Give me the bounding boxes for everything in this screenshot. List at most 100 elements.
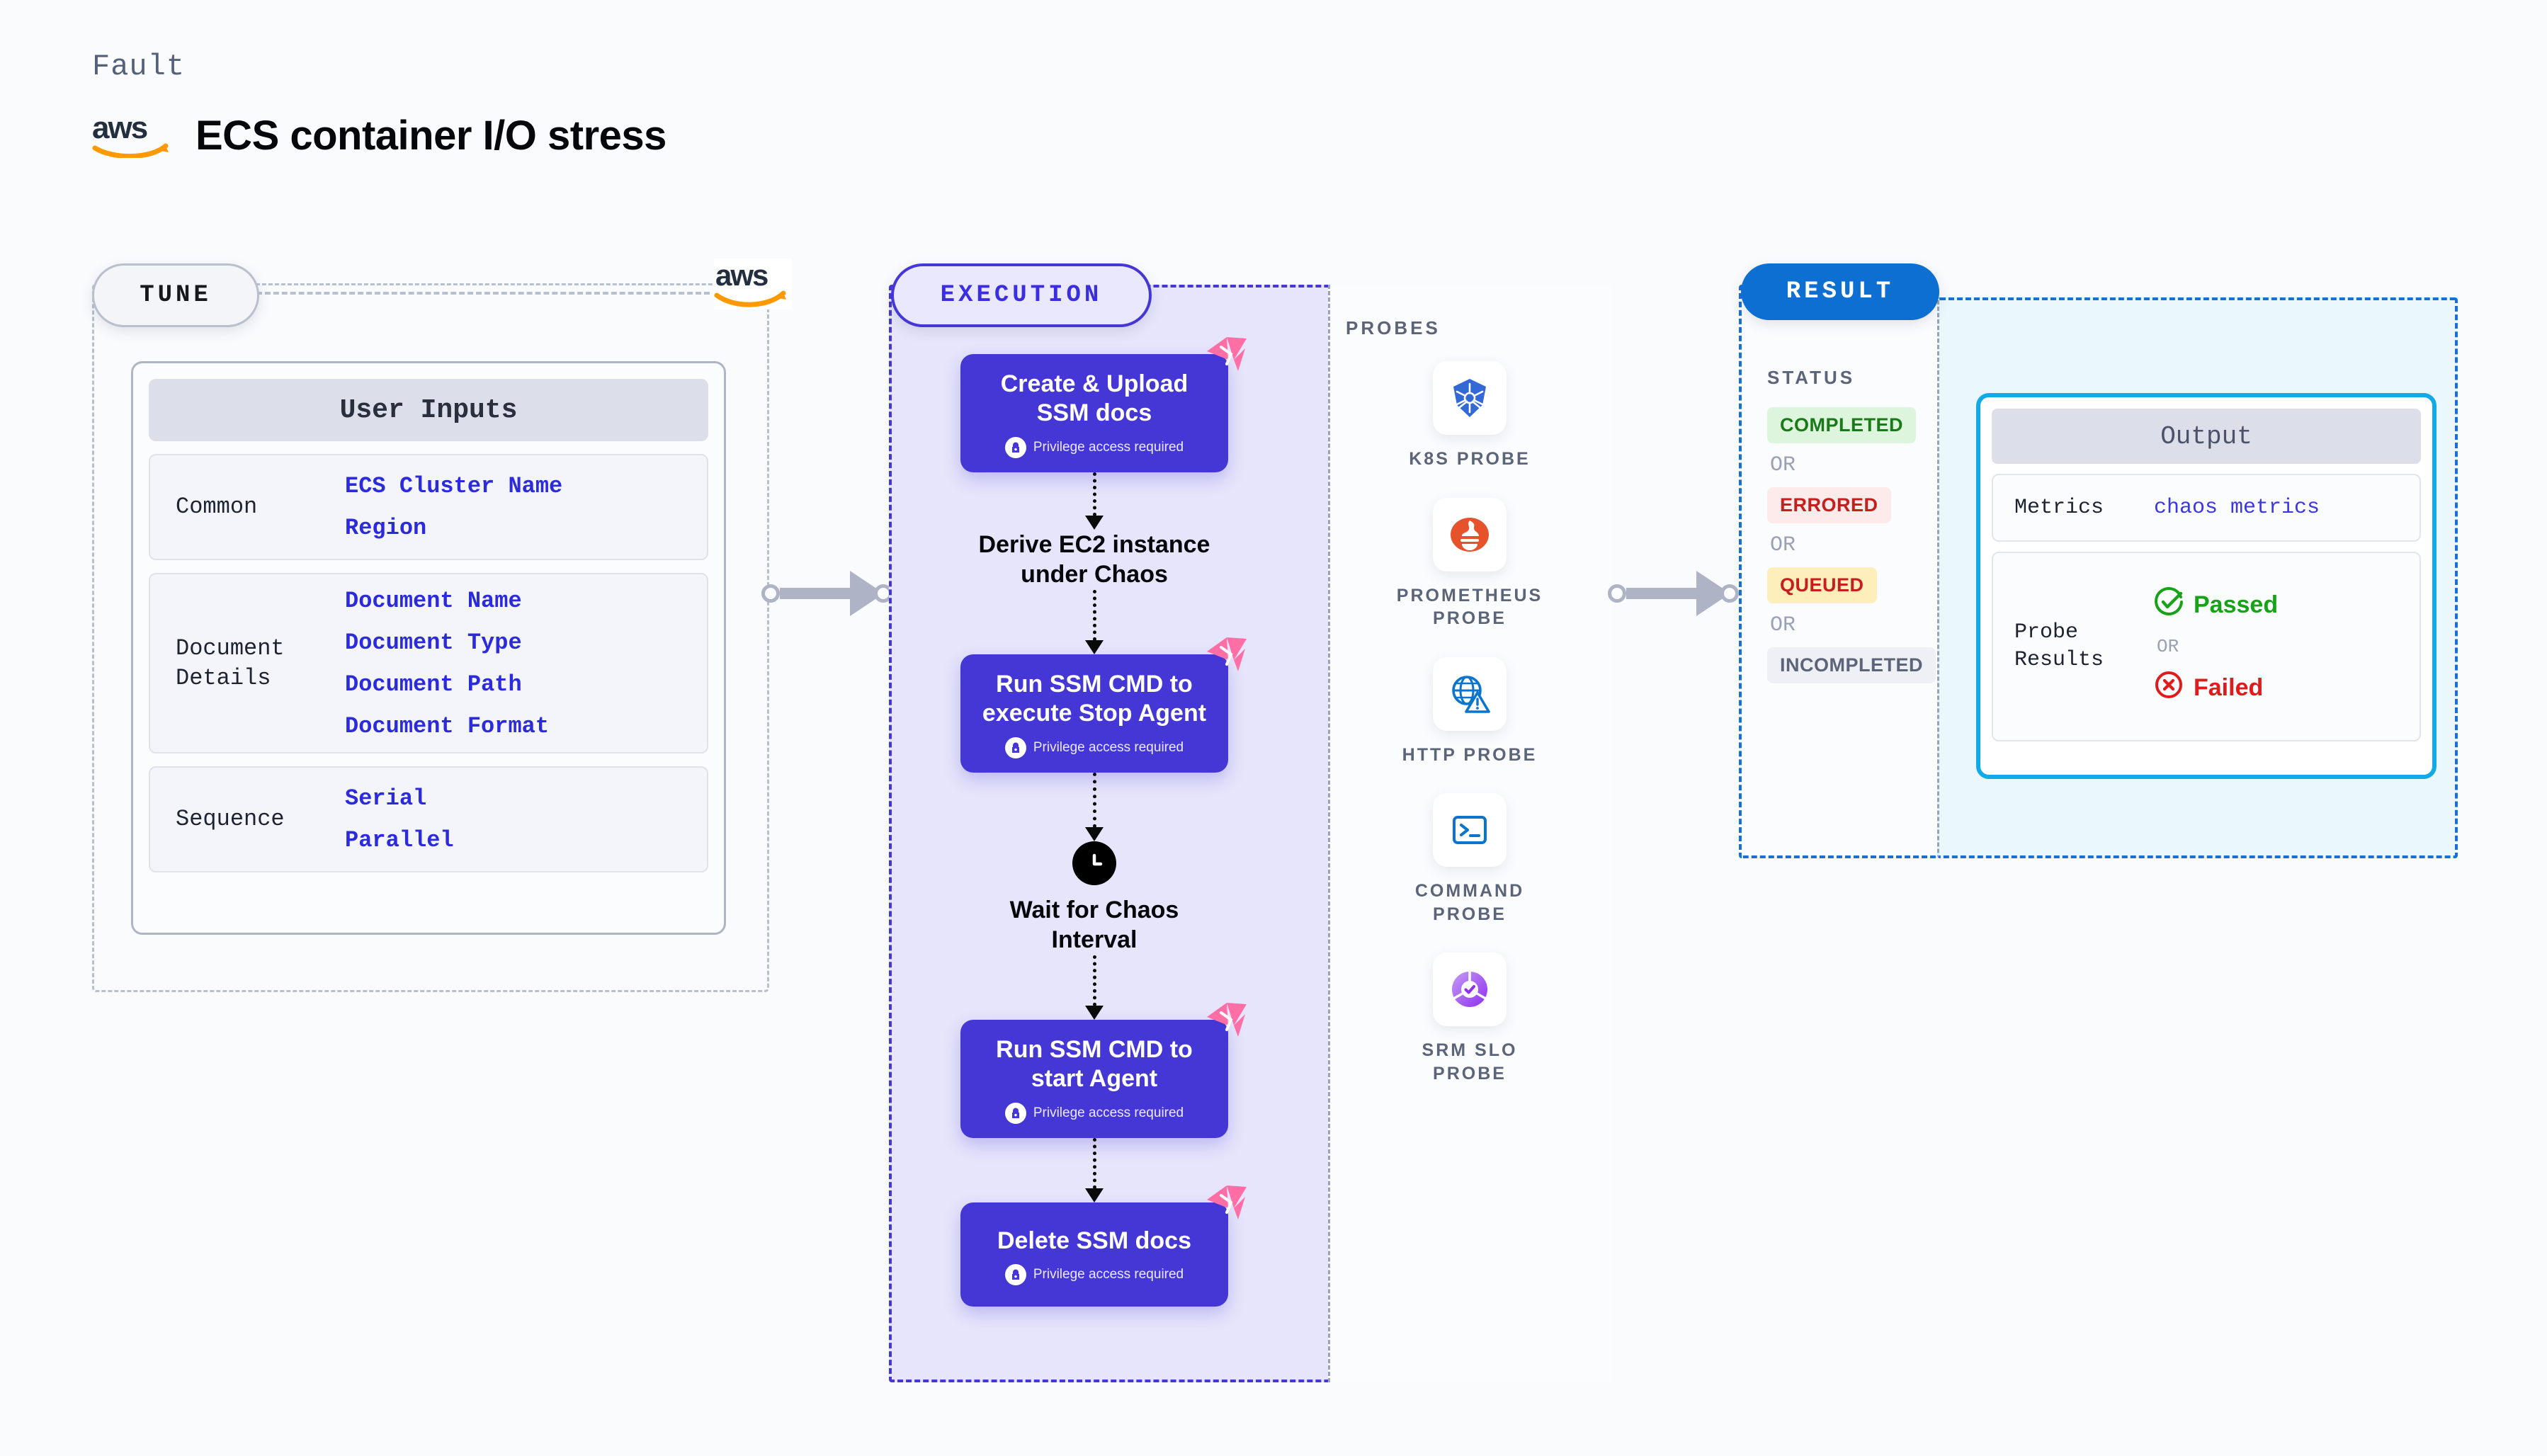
x-circle-icon bbox=[2154, 670, 2184, 706]
tune-badge[interactable]: TUNE bbox=[92, 263, 259, 327]
group-label: Document Details bbox=[176, 635, 285, 691]
probe-label: SRM SLO PROBE bbox=[1422, 1040, 1518, 1084]
or-label: OR bbox=[1770, 613, 1796, 637]
page-title: ECS container I/O stress bbox=[195, 113, 666, 159]
input-option[interactable]: Document Name bbox=[345, 587, 522, 614]
fault-label: Fault bbox=[92, 50, 186, 84]
status-badge-queued: QUEUED bbox=[1767, 567, 1877, 603]
srm-slo-icon bbox=[1433, 952, 1507, 1026]
probe-label: PROMETHEUS PROBE bbox=[1396, 585, 1543, 629]
failed-label: Failed bbox=[2194, 674, 2264, 701]
user-input-group: Common ECS Cluster Name Region bbox=[149, 454, 708, 560]
status-badge-completed: COMPLETED bbox=[1767, 407, 1917, 443]
flow-step-title: Create & Upload SSM docs bbox=[1000, 370, 1189, 427]
check-circle-icon bbox=[2154, 587, 2184, 623]
output-title: Output bbox=[1992, 409, 2421, 464]
kubernetes-icon bbox=[1432, 361, 1507, 435]
flow-step-create-upload-ssm-docs[interactable]: Create & Upload SSM docs Privilege acces… bbox=[960, 337, 1247, 472]
connector-tune-to-execution bbox=[761, 571, 892, 616]
probe-result-passed: Passed bbox=[2154, 587, 2278, 623]
input-option[interactable]: ECS Cluster Name bbox=[345, 473, 563, 499]
probes-title: PROBES bbox=[1346, 317, 1441, 339]
flow-step-delete-ssm-docs[interactable]: Delete SSM docs Privilege access require… bbox=[960, 1185, 1247, 1307]
input-option[interactable]: Parallel bbox=[345, 827, 454, 853]
flow-step-derive-ec2-instance: Derive EC2 instance under Chaos bbox=[978, 530, 1210, 588]
connector-bar bbox=[780, 588, 851, 599]
connector-dot bbox=[761, 584, 780, 603]
result-badge[interactable]: RESULT bbox=[1741, 263, 1939, 320]
metrics-label: Metrics bbox=[2014, 495, 2104, 520]
flow-arrow bbox=[1085, 772, 1104, 841]
metrics-value[interactable]: chaos metrics bbox=[2154, 496, 2320, 520]
user-inputs-card: User Inputs Common ECS Cluster Name Regi… bbox=[131, 361, 726, 935]
status-list: COMPLETED OR ERRORED OR QUEUED OR INCOMP… bbox=[1767, 407, 1936, 683]
output-probe-results-row: Probe Results Passed OR bbox=[1992, 552, 2421, 741]
terminal-icon bbox=[1432, 793, 1507, 867]
privilege-note: Privilege access required bbox=[973, 736, 1215, 758]
lock-icon bbox=[1004, 1102, 1026, 1124]
connector-dot bbox=[1720, 584, 1739, 603]
probe-label: COMMAND PROBE bbox=[1414, 881, 1525, 924]
status-title: STATUS bbox=[1767, 367, 1856, 388]
lock-icon bbox=[1004, 436, 1026, 458]
input-option[interactable]: Document Type bbox=[345, 629, 522, 656]
privilege-note-text: Privilege access required bbox=[1033, 1267, 1184, 1282]
privilege-note: Privilege access required bbox=[973, 1264, 1215, 1286]
privilege-note-text: Privilege access required bbox=[1033, 1105, 1184, 1120]
prometheus-icon bbox=[1433, 497, 1507, 571]
litmus-logo-icon bbox=[1206, 636, 1248, 673]
probe-item-k8s[interactable]: K8S PROBE bbox=[1409, 361, 1530, 471]
user-inputs-title: User Inputs bbox=[149, 379, 708, 441]
user-input-group: Sequence Serial Parallel bbox=[149, 766, 708, 872]
flow-arrow bbox=[1085, 472, 1104, 530]
connector-dot bbox=[1608, 584, 1626, 603]
litmus-logo-icon bbox=[1206, 1184, 1248, 1221]
probe-results-label: Probe Results bbox=[2014, 620, 2104, 672]
output-card: Output Metrics chaos metrics Probe Resul… bbox=[1976, 393, 2437, 779]
litmus-logo-icon bbox=[1206, 336, 1248, 372]
privilege-note: Privilege access required bbox=[973, 1102, 1215, 1124]
privilege-note-text: Privilege access required bbox=[1033, 739, 1184, 755]
input-option[interactable]: Region bbox=[345, 515, 427, 541]
group-label: Common bbox=[176, 494, 258, 521]
group-label: Sequence bbox=[176, 806, 285, 833]
lock-icon bbox=[1004, 736, 1026, 758]
input-option[interactable]: Serial bbox=[345, 785, 427, 812]
flow-step-title: Run SSM CMD to execute Stop Agent bbox=[982, 670, 1207, 727]
or-label: OR bbox=[1770, 453, 1796, 477]
probe-result-failed: Failed bbox=[2154, 670, 2278, 706]
flow-step-wait-for-chaos-interval: Wait for Chaos Interval bbox=[1009, 896, 1179, 954]
flow-arrow bbox=[1085, 589, 1104, 654]
flow-arrow bbox=[1085, 1137, 1104, 1202]
probe-list: K8S PROBE PROMETHEUS PROBE bbox=[1392, 361, 1548, 1085]
user-input-group: Document Details Document Name Document … bbox=[149, 573, 708, 753]
flow-step-run-ssm-cmd-start-agent[interactable]: Run SSM CMD to start Agent Privilege acc… bbox=[960, 1002, 1247, 1138]
privilege-note-text: Privilege access required bbox=[1033, 439, 1184, 455]
flow-step-title: Run SSM CMD to start Agent bbox=[996, 1035, 1193, 1093]
privilege-note: Privilege access required bbox=[973, 436, 1215, 458]
execution-flow: Create & Upload SSM docs Privilege acces… bbox=[953, 337, 1247, 1307]
flow-step-title: Delete SSM docs bbox=[997, 1227, 1191, 1254]
tune-dash-line bbox=[256, 292, 710, 295]
clock-icon bbox=[1072, 841, 1116, 885]
input-option[interactable]: Document Format bbox=[345, 712, 550, 739]
svg-text:aws: aws bbox=[715, 258, 768, 292]
probe-item-prometheus[interactable]: PROMETHEUS PROBE bbox=[1396, 497, 1543, 630]
or-label: OR bbox=[1770, 533, 1796, 557]
probe-item-http[interactable]: HTTP PROBE bbox=[1402, 656, 1538, 767]
aws-logo-icon: aws bbox=[714, 258, 792, 309]
connector-bar bbox=[1626, 588, 1698, 599]
flow-step-run-ssm-cmd-stop-agent[interactable]: Run SSM CMD to execute Stop Agent Privil… bbox=[960, 637, 1247, 773]
probe-item-srm-slo[interactable]: SRM SLO PROBE bbox=[1422, 952, 1518, 1085]
probe-label: HTTP PROBE bbox=[1402, 744, 1538, 765]
input-option[interactable]: Document Path bbox=[345, 671, 522, 698]
svg-text:aws: aws bbox=[92, 114, 147, 145]
flow-arrow bbox=[1085, 955, 1104, 1020]
status-badge-incompleted: INCOMPLETED bbox=[1767, 647, 1936, 683]
page-header: Fault aws ECS container I/O stress bbox=[92, 50, 666, 159]
litmus-logo-icon bbox=[1206, 1001, 1248, 1038]
execution-badge[interactable]: EXECUTION bbox=[891, 263, 1152, 327]
http-globe-warning-icon bbox=[1432, 656, 1507, 731]
output-metrics-row: Metrics chaos metrics bbox=[1992, 474, 2421, 542]
probe-item-command[interactable]: COMMAND PROBE bbox=[1415, 793, 1524, 926]
